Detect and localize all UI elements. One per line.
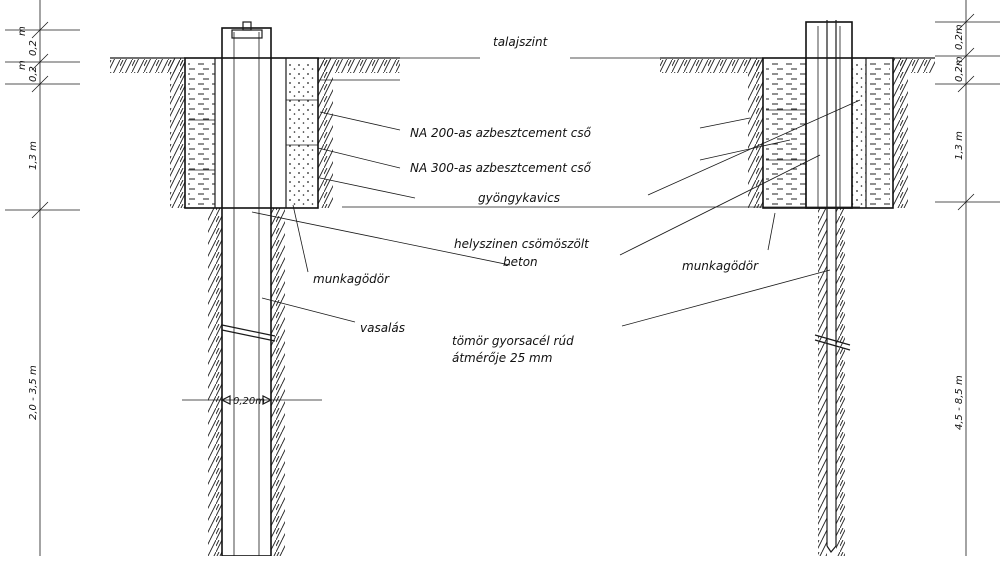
pipe-cap-knob-left bbox=[242, 21, 252, 31]
diameter-label: 0,20m bbox=[233, 396, 265, 407]
dim-d4-left: 2,0 - 3,5 m bbox=[28, 365, 39, 420]
label-ground-level: talajszint bbox=[493, 35, 549, 49]
left-dimensions: m 0,2 m 0,2 1,3 m 2,0 - 3,5 m bbox=[5, 0, 80, 556]
labels-and-leaders: talajszint NA 200-as azbesztcement cső N… bbox=[251, 35, 861, 365]
pipe200-left bbox=[221, 27, 272, 557]
right-section bbox=[660, 20, 935, 556]
soil-bore-right bbox=[271, 208, 285, 556]
dim-d1-right: 0,2m bbox=[954, 24, 965, 50]
dim-unit-mid-left: m bbox=[17, 60, 28, 70]
ground-hatch-right-a bbox=[660, 59, 763, 73]
gravel-fill-right bbox=[852, 62, 866, 206]
label-reinforcement: vasalás bbox=[360, 321, 405, 335]
soil-rod-right bbox=[836, 208, 845, 556]
outer-pipe-fill-right bbox=[766, 62, 806, 206]
dim-d2-left: 0,2 bbox=[28, 66, 39, 82]
dim-d2-right: 0,2m bbox=[954, 56, 965, 82]
soil-bore-left bbox=[208, 208, 222, 556]
label-gravel: gyöngykavics bbox=[478, 191, 560, 205]
dim-d4-right: 4,5 - 8,5 m bbox=[954, 375, 965, 430]
right-dimensions: 0,2m 0,2m 1,3 m 4,5 - 8,5 m bbox=[935, 0, 1000, 556]
dim-unit-top-left: m bbox=[17, 26, 28, 36]
dim-d3-left: 1,3 m bbox=[28, 141, 39, 170]
dim-d1-left: 0,2 bbox=[28, 40, 39, 56]
steel-rod-tip bbox=[826, 545, 837, 554]
soil-pit-right-left-wall bbox=[748, 58, 763, 208]
label-concrete-line1: helyszinen csömöszölt bbox=[454, 237, 590, 251]
left-section: 0,20m bbox=[110, 21, 400, 557]
pipe200-right bbox=[805, 21, 853, 209]
work-pit-left bbox=[184, 57, 319, 209]
soil-pit-right-right-wall bbox=[893, 58, 908, 208]
pipe-fill-right bbox=[868, 62, 890, 206]
ground-hatch-left-a bbox=[110, 59, 185, 73]
label-rod-line1: tömör gyorsacél rúd bbox=[452, 334, 574, 348]
label-work-pit-right: munkagödör bbox=[682, 259, 759, 273]
label-pipe-300: NA 300-as azbesztcement cső bbox=[410, 161, 592, 175]
label-concrete-line2: beton bbox=[503, 255, 538, 269]
outer-pipe-fill-left bbox=[188, 62, 215, 206]
label-pipe-200: NA 200-as azbesztcement cső bbox=[410, 126, 592, 140]
soil-rod-left bbox=[818, 208, 827, 556]
soil-pit-left-wall bbox=[170, 58, 185, 208]
label-rod-line2: átmérője 25 mm bbox=[452, 351, 552, 365]
pipe-cap-left bbox=[231, 29, 263, 39]
soil-pit-right-wall bbox=[318, 58, 333, 208]
ground-hatch-left-b bbox=[318, 59, 400, 73]
dim-d3-right: 1,3 m bbox=[954, 131, 965, 160]
label-work-pit-left: munkagödör bbox=[313, 272, 390, 286]
gravel-fill-left bbox=[286, 62, 316, 206]
